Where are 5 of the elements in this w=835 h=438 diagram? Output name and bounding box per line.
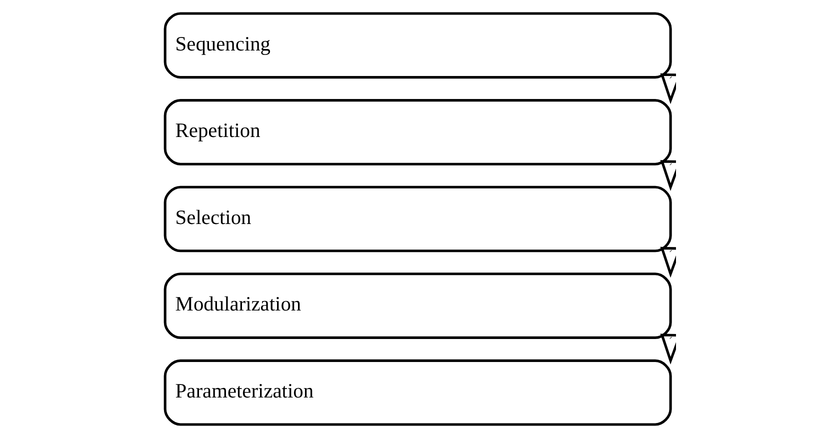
- arrow: [660, 73, 676, 104]
- arrow: [660, 246, 676, 278]
- arrow: [660, 334, 676, 365]
- arrow: [660, 160, 676, 191]
- node-box: Parameterization: [163, 359, 672, 426]
